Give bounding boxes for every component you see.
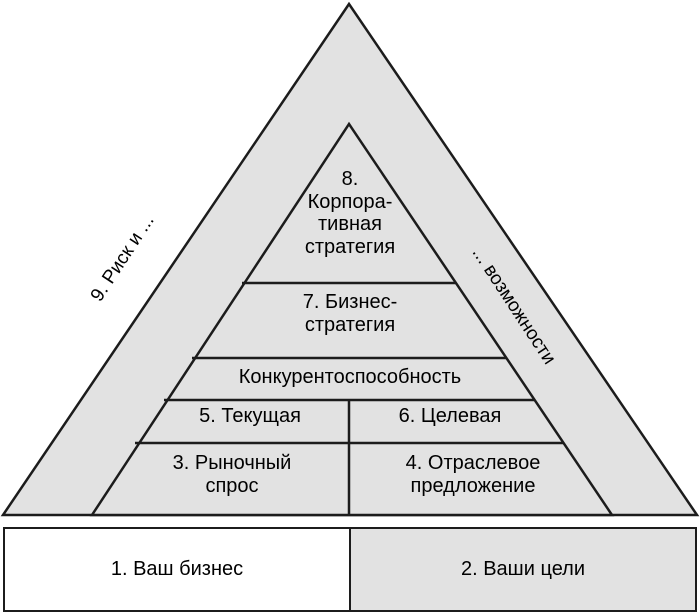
base-box-your-goals: 2. Ваши цели bbox=[349, 527, 697, 612]
inner-core-triangle bbox=[89, 121, 615, 517]
base-box-your-business: 1. Ваш бизнес bbox=[3, 527, 351, 612]
